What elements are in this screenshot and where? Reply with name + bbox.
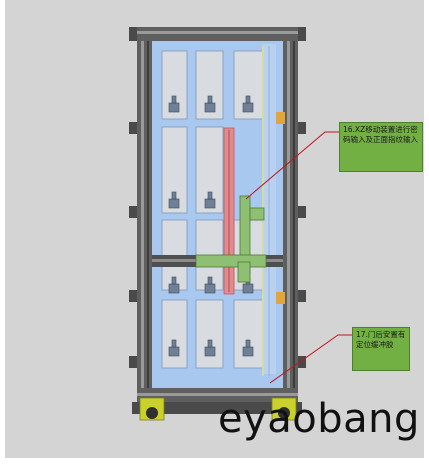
callout-text: 17.门后安置有定位缓冲胶 — [356, 330, 406, 349]
callout-xz-mover: 16.XZ移动装置进行密码输入及正面指纹输入 — [339, 122, 423, 172]
leader-lines — [245, 131, 352, 384]
door-panel — [152, 41, 285, 388]
xz-carriage — [195, 195, 267, 283]
frame — [129, 27, 306, 405]
watermark: eyaobang — [218, 396, 420, 442]
callout-door-buffer: 17.门后安置有定位缓冲胶 — [352, 327, 410, 371]
base-wheels — [132, 397, 302, 421]
xz-rail — [223, 127, 235, 295]
callout-text: 16.XZ移动装置进行密码输入及正面指纹输入 — [343, 125, 418, 144]
